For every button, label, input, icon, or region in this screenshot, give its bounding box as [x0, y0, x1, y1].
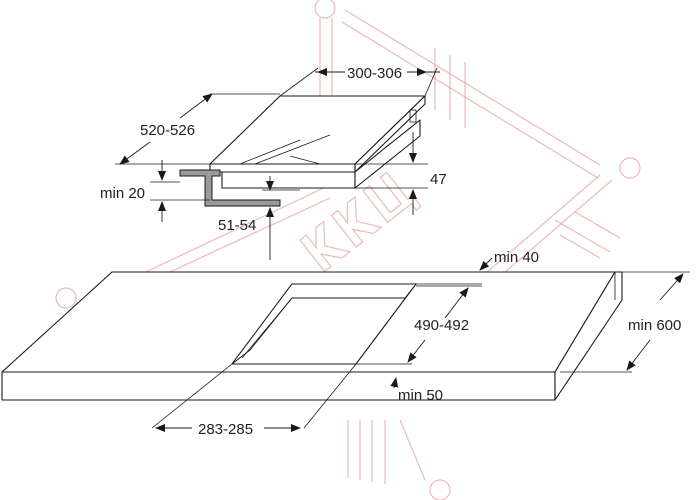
- dim-label-cutout-width: 283-285: [198, 421, 253, 438]
- hob-body-side: [354, 119, 421, 189]
- dim-label-worktop-depth: min 600: [628, 317, 681, 334]
- dim-label-hob-width: 300-306: [347, 65, 402, 82]
- dim-label-min-back: min 40: [494, 249, 539, 266]
- hob-body-front: [221, 171, 356, 189]
- dimension-lines: [115, 67, 690, 432]
- hob-side-detail: [409, 109, 417, 123]
- dim-label-hob-depth: 520-526: [140, 122, 195, 139]
- worktop-right-face: [554, 271, 623, 401]
- watermark-circle: [314, 0, 336, 19]
- mounting-bracket: [179, 169, 281, 207]
- watermark-circle: [55, 287, 77, 309]
- watermark-letters: [299, 171, 422, 273]
- worktop-cutout: [231, 283, 417, 365]
- dim-label-min-clearance: min 20: [100, 185, 145, 202]
- worktop-front-face: [1, 371, 556, 401]
- dim-label-cutout-depth: 490-492: [414, 317, 469, 334]
- dim-label-min-front: min 50: [398, 387, 443, 404]
- hob: [209, 95, 426, 189]
- watermark-circle: [429, 479, 451, 500]
- dimension-labels: 300-306 520-526 47 min 20 51-54 min 40 4…: [100, 65, 681, 438]
- hob-front-edge: [209, 163, 356, 173]
- dim-label-built-in-depth: 51-54: [218, 217, 256, 234]
- watermark-circle: [619, 157, 641, 179]
- dim-label-hob-height: 47: [430, 171, 447, 188]
